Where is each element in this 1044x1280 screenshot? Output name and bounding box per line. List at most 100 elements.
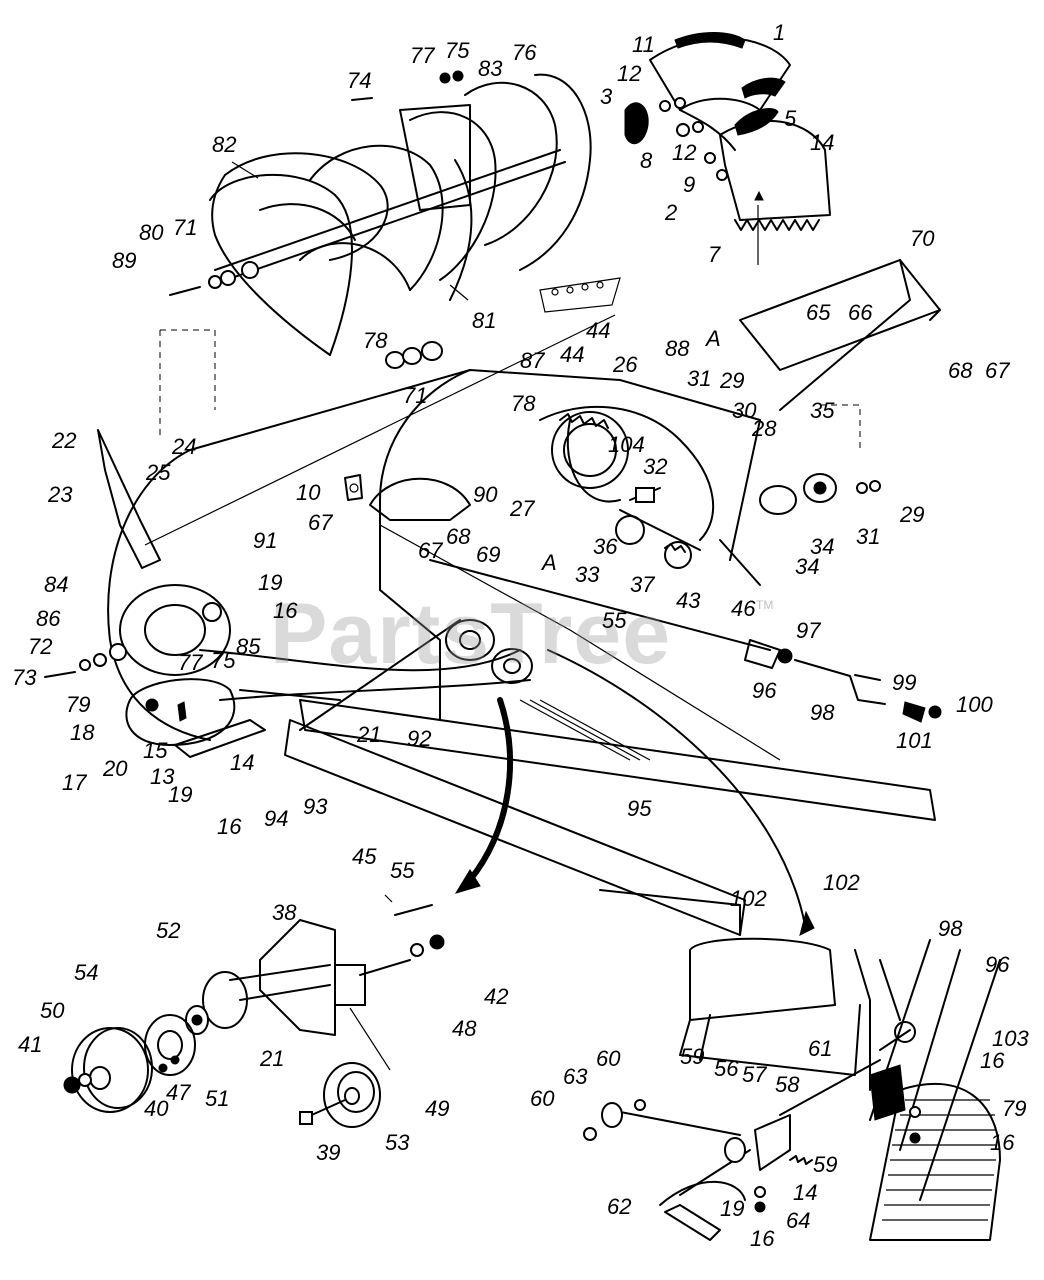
callout-81: 81 [472,308,497,333]
callout-69: 69 [476,542,501,567]
chute-assembly [624,32,831,265]
callout-64: 64 [786,1208,811,1233]
callout-77: 77 [410,43,435,68]
callout-16: 16 [217,814,242,839]
callout-68: 68 [446,524,471,549]
callout-66: 66 [848,300,873,325]
callout-14: 14 [230,750,255,775]
auger-assembly [169,70,592,369]
callout-78: 78 [511,391,536,416]
callout-17: 17 [62,770,87,795]
callout-61: 61 [808,1036,833,1061]
callout-A: A [542,550,557,575]
callout-73: 73 [12,665,37,690]
callout-16: 16 [273,598,298,623]
callout-36: 36 [593,534,618,559]
callout-26: 26 [613,352,638,377]
callout-7: 7 [708,242,721,267]
callout-45: 45 [352,844,377,869]
callout-70: 70 [910,226,935,251]
callout-84: 84 [44,572,69,597]
callout-62: 62 [607,1194,632,1219]
callout-99: 99 [892,670,917,695]
callout-87: 87 [520,348,545,373]
pulley-detail [63,889,741,1128]
callout-44: 44 [560,342,585,367]
callout-47: 47 [166,1080,191,1105]
callout-44: 44 [586,318,611,343]
callout-21: 21 [357,722,382,747]
callout-86: 86 [36,606,61,631]
callout-14: 14 [810,130,835,155]
callout-67: 67 [308,510,333,535]
callout-8: 8 [640,148,653,173]
callout-79: 79 [1002,1096,1027,1121]
callout-25: 25 [146,460,171,485]
callout-10: 10 [296,480,321,505]
callout-arrows [454,649,815,936]
callout-72: 72 [28,634,53,659]
callout-40: 40 [144,1096,169,1121]
callout-15: 15 [143,738,168,763]
callout-18: 18 [70,720,95,745]
callout-50: 50 [40,998,65,1023]
callout-11: 11 [632,32,655,57]
callout-91: 91 [253,528,278,553]
callout-56: 56 [714,1056,739,1081]
callout-100: 100 [956,692,993,717]
callout-13: 13 [150,764,175,789]
callout-16: 16 [980,1048,1005,1073]
callout-55: 55 [390,858,415,883]
callout-28: 28 [752,416,777,441]
callout-21: 21 [260,1046,285,1071]
callout-42: 42 [484,984,509,1009]
callout-77: 77 [178,650,203,675]
callout-12: 12 [617,61,642,86]
callout-53: 53 [385,1130,410,1155]
callout-A: A [706,326,721,351]
callout-104: 104 [608,432,645,457]
callout-90: 90 [473,482,498,507]
callout-14: 14 [793,1180,818,1205]
hardware-group-44 [539,277,621,313]
callout-16: 16 [990,1130,1015,1155]
callout-22: 22 [52,428,77,453]
callout-63: 63 [563,1064,588,1089]
callout-89: 89 [112,248,137,273]
callout-16: 16 [750,1226,775,1251]
callout-32: 32 [643,454,668,479]
callout-78: 78 [363,328,388,353]
callout-65: 65 [806,300,831,325]
callout-33: 33 [575,562,600,587]
callout-31: 31 [687,366,712,391]
callout-101: 101 [896,728,933,753]
callout-49: 49 [425,1096,450,1121]
callout-55: 55 [602,608,627,633]
callout-57: 57 [742,1062,767,1087]
callout-60: 60 [596,1046,621,1071]
auger-housing [44,259,942,936]
callout-34: 34 [795,554,820,579]
callout-51: 51 [205,1086,230,1111]
callout-39: 39 [316,1140,341,1165]
callout-80: 80 [139,220,164,245]
callout-37: 37 [630,572,655,597]
callout-98: 98 [938,916,963,941]
callout-93: 93 [303,794,328,819]
callout-103: 103 [992,1026,1029,1051]
callout-96: 96 [752,678,777,703]
callout-3: 3 [600,84,613,109]
callout-29: 29 [900,502,925,527]
callout-76: 76 [512,40,537,65]
callout-23: 23 [48,482,73,507]
callout-52: 52 [156,918,181,943]
callout-9: 9 [683,172,696,197]
callout-31: 31 [856,524,881,549]
callout-19: 19 [720,1196,745,1221]
callout-19: 19 [168,782,193,807]
callout-97: 97 [796,618,821,643]
callout-46: 46 [731,596,756,621]
callout-102: 102 [823,870,860,895]
